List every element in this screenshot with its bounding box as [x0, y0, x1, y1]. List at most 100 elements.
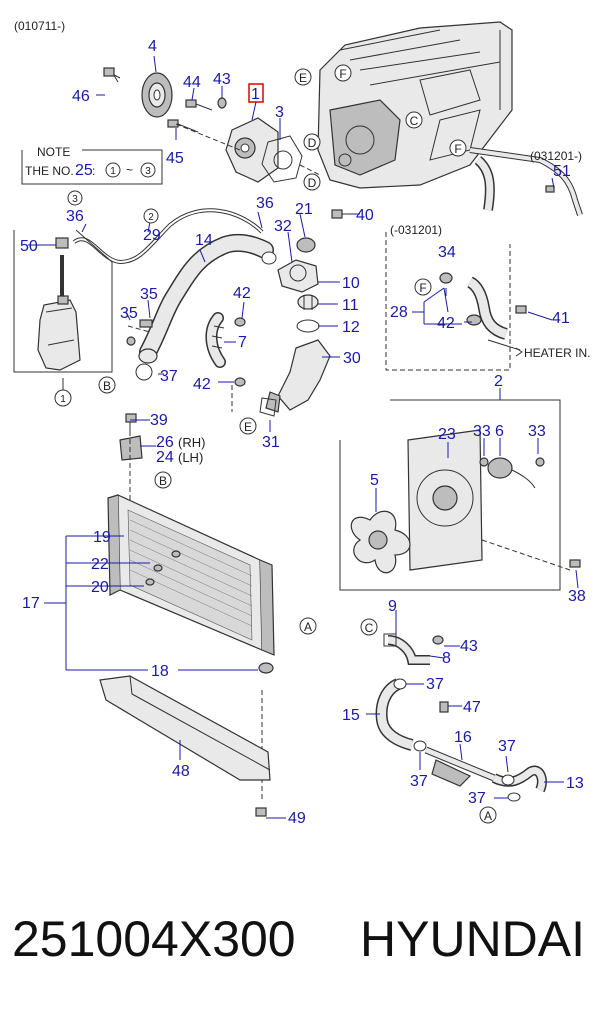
part-15: 15	[342, 707, 360, 724]
circled-markers: E F C D D F 3 2 1 B B A C F A	[54, 64, 497, 824]
suffix-lh: (LH)	[178, 450, 203, 465]
part-21: 21	[295, 201, 313, 218]
part-16: 16	[454, 729, 472, 746]
date-code: (010711-)	[14, 19, 65, 33]
part-38: 38	[568, 588, 586, 605]
part-22: 22	[91, 556, 109, 573]
note-to: 3	[145, 166, 151, 177]
part-39: 39	[150, 412, 168, 429]
part-12: 12	[342, 319, 360, 336]
part-26: 26	[156, 434, 174, 451]
circle-a-radiator: A	[304, 620, 312, 634]
range-right: (031201-)	[530, 149, 582, 163]
part-24: 24	[156, 449, 174, 466]
part-34: 34	[438, 244, 456, 261]
part-19: 19	[93, 529, 111, 546]
part-36-right: 36	[256, 195, 274, 212]
part-42-bottom: 42	[193, 376, 211, 393]
circle-c-bottom: C	[365, 621, 374, 635]
circle-e-top: E	[299, 71, 307, 85]
circle-a-bottom: A	[484, 809, 492, 823]
range-box: (-031201)	[390, 223, 442, 237]
part-11: 11	[342, 297, 359, 314]
part-50: 50	[20, 238, 38, 255]
part-10: 10	[342, 275, 360, 292]
part-35-left: 35	[120, 305, 138, 322]
pulley	[141, 72, 173, 118]
note-tilde: ~	[126, 163, 133, 177]
fan-shroud	[407, 429, 483, 571]
circle-2: 2	[148, 212, 154, 223]
part-32: 32	[274, 218, 292, 235]
part-2: 2	[494, 373, 503, 390]
part-1: 1	[251, 86, 260, 103]
part-37-right: 37	[498, 738, 516, 755]
part-43-bottom: 43	[460, 638, 478, 655]
circle-d-top: D	[308, 136, 317, 150]
part-29: 29	[143, 227, 161, 244]
part-labels: 4 44 43 1 3 46 45 51 36 29 14 36 21 40 3…	[20, 38, 586, 827]
part-23: 23	[438, 426, 456, 443]
footer: 251004X300 HYUNDAI	[0, 900, 612, 980]
part-14: 14	[195, 232, 213, 249]
note-sep: :	[92, 164, 95, 178]
part-36-left: 36	[66, 208, 84, 225]
note-title: NOTE	[37, 145, 70, 159]
part-13: 13	[566, 775, 584, 792]
circle-3: 3	[72, 194, 78, 205]
part-46: 46	[72, 88, 90, 105]
part-8: 8	[442, 650, 451, 667]
circle-1: 1	[60, 394, 66, 405]
part-45: 45	[166, 150, 184, 167]
part-30: 30	[343, 350, 361, 367]
note-prefix: THE NO.	[25, 164, 74, 178]
part-31: 31	[262, 434, 280, 451]
part-6: 6	[495, 423, 504, 440]
part-9: 9	[388, 598, 397, 615]
suffix-rh: (RH)	[178, 435, 205, 450]
heater-label: HEATER IN.	[524, 346, 590, 360]
circle-b-radiator: B	[159, 474, 167, 488]
reservoir-tank	[37, 295, 81, 371]
part-41: 41	[552, 310, 570, 327]
part-37-bottom: 37	[410, 773, 428, 790]
part-33-right: 33	[528, 423, 546, 440]
part-3: 3	[275, 104, 284, 121]
part-28: 28	[390, 304, 408, 321]
part-43: 43	[213, 71, 231, 88]
water-pump	[225, 117, 279, 183]
footer-part-number: 251004X300	[12, 911, 296, 967]
part-51: 51	[553, 163, 571, 180]
part-37-top: 37	[426, 676, 444, 693]
part-47: 47	[463, 699, 481, 716]
circle-f-right: F	[454, 142, 461, 156]
note-number: 25	[75, 162, 93, 179]
note-from: 1	[110, 166, 116, 177]
part-37-lower: 37	[468, 790, 486, 807]
part-33-left: 33	[473, 423, 491, 440]
footer-brand: HYUNDAI	[360, 911, 586, 967]
part-48: 48	[172, 763, 190, 780]
circle-e-bottom: E	[244, 420, 252, 434]
part-7: 7	[238, 334, 247, 351]
circle-d-bottom: D	[308, 176, 317, 190]
part-42-box: 42	[437, 315, 455, 332]
part-17: 17	[22, 595, 40, 612]
note-box: NOTE THE NO. 25 : 1 ~ 3	[21, 145, 163, 185]
part-4: 4	[148, 38, 157, 55]
circle-c-top: C	[410, 114, 419, 128]
part-35-top: 35	[140, 286, 158, 303]
part-37-hose: 37	[160, 368, 178, 385]
part-42-top: 42	[233, 285, 251, 302]
circle-b-left: B	[103, 379, 111, 393]
part-49: 49	[288, 810, 306, 827]
part-5: 5	[370, 472, 379, 489]
part-20: 20	[91, 579, 109, 596]
circle-f-top: F	[339, 67, 346, 81]
circle-f-box: F	[419, 281, 426, 295]
part-40: 40	[356, 207, 374, 224]
part-18: 18	[151, 663, 169, 680]
radiator	[107, 494, 275, 656]
part-44: 44	[183, 74, 201, 91]
